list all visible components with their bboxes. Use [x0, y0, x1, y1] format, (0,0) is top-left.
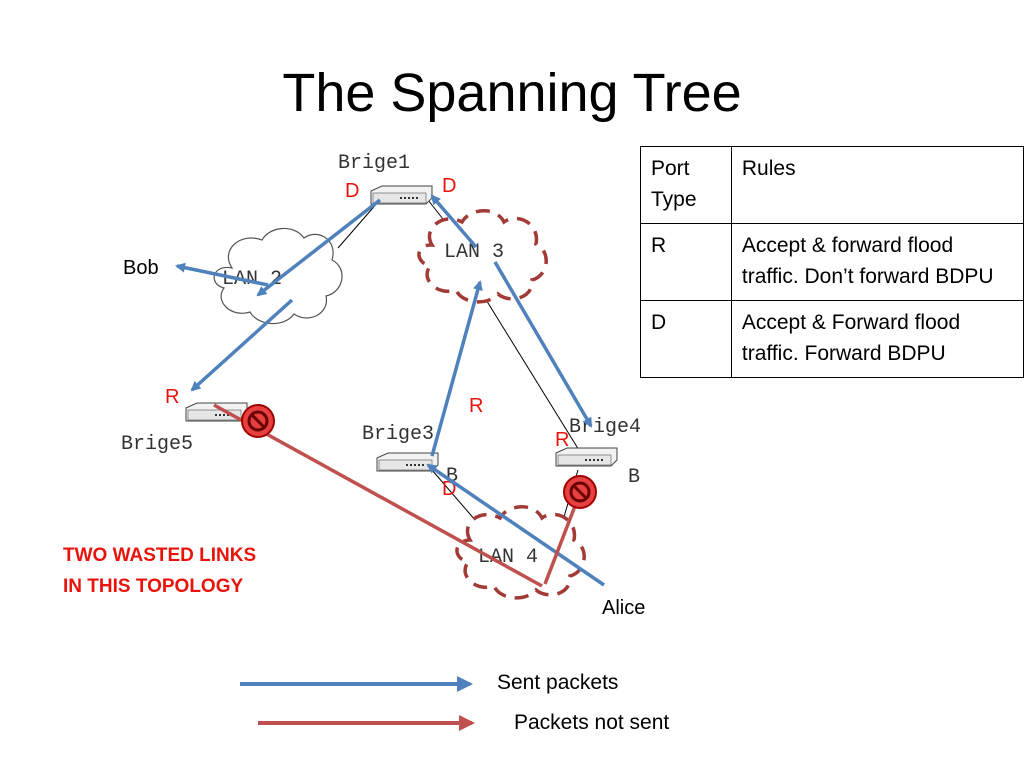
link-b1-lan2 [337, 201, 379, 249]
legend-not-sent-label: Packets not sent [514, 711, 670, 734]
arrow-lan3-to-bridge1 [430, 194, 478, 249]
bridge3-label: Brige3 [362, 423, 434, 446]
bridge5-port-label: R [165, 386, 179, 408]
bridge4-label: Brige4 [569, 416, 641, 439]
bridge1-switch-icon [370, 185, 433, 205]
bridge1-port-left-label: D [345, 180, 359, 202]
bridge1-label: Brige1 [338, 152, 410, 175]
prohibited-icon [563, 475, 597, 509]
table-cell-rule: Accept & forward flood traffic. Don’t fo… [730, 223, 1024, 301]
table-cell-type: D [640, 300, 732, 378]
table-cell-type: R [640, 223, 732, 301]
page-title: The Spanning Tree [282, 63, 742, 123]
bridge4-switch-icon [555, 447, 618, 467]
bridge4-port-label: R [555, 429, 569, 451]
arrow-alice-to-bridge3 [426, 463, 605, 587]
lan4-cloud [455, 505, 586, 600]
table-header-rules: Rules [730, 146, 1024, 224]
arrow-lan2-to-bob [175, 262, 269, 287]
wasted-links-note-line1: TWO WASTED LINKS [63, 545, 257, 566]
arrow-bridge3-to-lan3 [430, 280, 483, 457]
bridge5-label: Brige5 [121, 433, 193, 456]
bridge1-port-right-label: D [442, 175, 456, 197]
blocked-lan4-to-bridge5 [213, 403, 543, 588]
table-header-port-type: Port Type [640, 146, 732, 224]
prohibited-icon [241, 404, 275, 438]
host-bob-label: Bob [123, 257, 159, 279]
table-row: D Accept & Forward flood traffic. Forwar… [640, 300, 1024, 378]
lan2-label: LAN 2 [222, 268, 282, 291]
host-alice-label: Alice [602, 597, 645, 619]
table-header-row: Port Type Rules [640, 146, 1024, 224]
bridge4-port-b-label: B [628, 466, 640, 489]
table-row: R Accept & forward flood traffic. Don’t … [640, 223, 1024, 301]
link-lan3-b4 [479, 289, 583, 456]
arrow-lan3-to-bridge4 [493, 261, 593, 428]
wasted-links-note-line2: IN THIS TOPOLOGY [63, 576, 244, 597]
port-rules-table: Port Type Rules R Accept & forward flood… [640, 146, 1024, 378]
lan2-cloud [213, 227, 343, 325]
sent-packet-arrows [175, 194, 605, 587]
arrow-bridge1-to-lan2 [256, 198, 382, 297]
blocked-lan4-to-bridge4 [543, 492, 582, 585]
bridge3-port-top-label: R [469, 395, 483, 417]
lan3-label: LAN 3 [444, 241, 504, 264]
arrow-lan2-to-bridge5 [190, 298, 294, 392]
wasted-links-note: TWO WASTED LINKS IN THIS TOPOLOGY [63, 540, 256, 602]
lan3-cloud [417, 209, 548, 304]
bridge3-switch-icon [376, 452, 439, 472]
legend-sent-label: Sent packets [497, 671, 619, 694]
lan4-label: LAN 4 [478, 546, 538, 569]
blocked-packet-lines [213, 403, 582, 588]
table-cell-rule: Accept & Forward flood traffic. Forward … [730, 300, 1024, 378]
